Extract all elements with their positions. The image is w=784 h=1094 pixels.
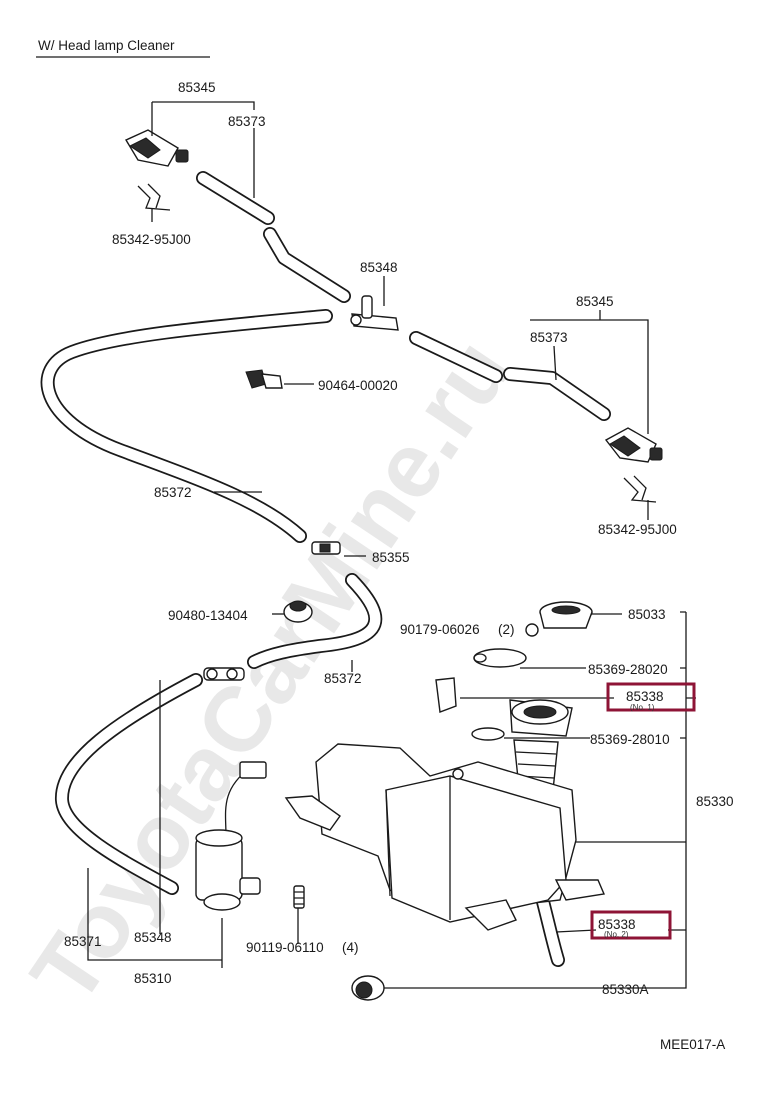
label-filler-tube[interactable]: 85338 (626, 689, 664, 704)
label-bolt[interactable]: 90119-06110 (246, 940, 324, 955)
clamp-upper-icon (245, 369, 283, 389)
label-nozzle-right[interactable]: 85345 (576, 294, 614, 309)
cap-icon (539, 601, 593, 629)
hose-main-upper (40, 309, 333, 543)
gasket-upper-icon (473, 648, 527, 668)
label-bolt-qty: (4) (342, 940, 359, 955)
label-bracket-right[interactable]: 85342-95J00 (598, 522, 677, 537)
label-hose-pump[interactable]: 85371 (64, 934, 102, 949)
washer-tank-icon (284, 743, 605, 931)
label-tank-hose[interactable]: 85338 (598, 917, 636, 932)
nozzle-right-icon (604, 427, 663, 463)
diagram-title: W/ Head lamp Cleaner (38, 38, 175, 53)
label-nozzle-left[interactable]: 85345 (178, 80, 216, 95)
hose-pump (55, 673, 203, 895)
label-hose-upper-left[interactable]: 85373 (228, 114, 266, 129)
label-cap-nut-qty: (2) (498, 622, 515, 637)
highlight-box-tank-hose (590, 910, 672, 940)
label-grommet-small[interactable]: 90480-13404 (168, 608, 248, 623)
joint-lower-icon (203, 667, 245, 681)
joint-upper-icon (350, 295, 399, 331)
bolt-icon (293, 885, 305, 909)
label-gasket-upper[interactable]: 85369-28020 (588, 662, 668, 677)
label-hose-main-lower[interactable]: 85372 (324, 671, 362, 686)
label-tank-hose-note: (No. 2) (604, 930, 629, 939)
hose-upper-left (196, 171, 351, 303)
label-tank-assy[interactable]: 85330 (696, 794, 734, 809)
label-cap[interactable]: 85033 (628, 607, 666, 622)
label-check-valve[interactable]: 85355 (372, 550, 410, 565)
bracket-right-icon (623, 475, 657, 503)
label-joint-lower[interactable]: 85348 (134, 930, 172, 945)
nozzle-left-icon (124, 129, 189, 167)
grommet-tank-icon (351, 975, 385, 1001)
label-gasket-lower[interactable]: 85369-28010 (590, 732, 670, 747)
label-joint-upper[interactable]: 85348 (360, 260, 398, 275)
highlight-box-filler-tube (606, 682, 696, 712)
label-hose-main-upper[interactable]: 85372 (154, 485, 192, 500)
label-grommet-tank[interactable]: 85330A (602, 982, 649, 997)
grommet-small-icon (283, 600, 313, 623)
pump-icon (195, 761, 267, 911)
label-filler-tube-note: (No. 1) (630, 703, 655, 712)
check-valve-icon (311, 541, 341, 555)
label-clamp-upper[interactable]: 90464-00020 (318, 378, 398, 393)
cap-nut-icon (525, 623, 539, 637)
diagram-code: MEE017-A (660, 1037, 725, 1052)
bracket-left-icon (137, 183, 171, 211)
label-pump[interactable]: 85310 (134, 971, 172, 986)
hose-upper-right (409, 331, 611, 421)
label-cap-nut[interactable]: 90179-06026 (400, 622, 480, 637)
leader-lines (87, 101, 696, 989)
gasket-lower-icon (471, 727, 505, 741)
label-bracket-left[interactable]: 85342-95J00 (112, 232, 191, 247)
label-hose-upper-right[interactable]: 85373 (530, 330, 568, 345)
hose-main-lower (247, 573, 383, 669)
